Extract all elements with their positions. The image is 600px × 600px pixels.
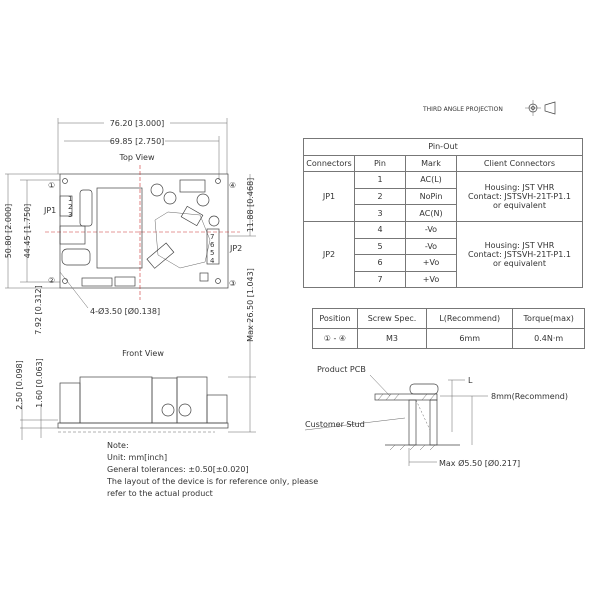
table-row: JP1 1 AC(L) Housing: JST VHR Contact: JS… — [303, 171, 583, 222]
header-mark: Mark — [405, 154, 457, 173]
torque-cell: 0.4N·m — [512, 328, 585, 349]
pin-cell: 7 — [354, 270, 406, 289]
pinout-title: Pin-Out — [303, 138, 583, 156]
header-l-recommend: L(Recommend) — [426, 308, 514, 329]
screw-spec-cell: M3 — [356, 328, 428, 349]
mark-cell: AC(L) — [405, 171, 457, 189]
connector-jp1: JP1 — [303, 171, 355, 222]
jp1-pin-2: 2 — [68, 203, 72, 211]
jp2-label: JP2 — [229, 244, 242, 253]
pin-cell: 3 — [354, 204, 406, 222]
client-line: Contact: JSTSVH-21T-P1.1 — [468, 192, 571, 202]
pin-cell: 5 — [354, 237, 406, 256]
mark-cell: NoPin — [405, 187, 457, 206]
pin-cell: 1 — [354, 171, 406, 189]
position-1: ① — [48, 181, 55, 190]
header-client-connectors: Client Connectors — [456, 154, 583, 173]
jp2-pin-4: 4 — [210, 257, 215, 265]
table-row: ① - ④ M3 6mm 0.4N·m — [312, 328, 585, 349]
hole-label: 4-Ø3.50 [Ø0.138] — [90, 306, 160, 316]
header-position: Position — [312, 308, 358, 329]
dim-front-b: 1.60 [0.063] — [35, 358, 44, 408]
mounting-diagram — [304, 374, 488, 466]
position-3: ③ — [229, 279, 236, 288]
top-view-title: Top View — [118, 153, 154, 162]
dim-max-height: Max 26.50 [1.043] — [246, 268, 255, 342]
header-screw-spec: Screw Spec. — [356, 308, 428, 329]
jp2-pin-5: 5 — [210, 249, 214, 257]
note-line: Unit: mm[inch] — [107, 453, 168, 462]
mark-cell: +Vo — [405, 270, 457, 289]
dim-jp2-offset: 11.88 [0.468] — [246, 178, 255, 233]
jp1-pin-3: 3 — [68, 211, 72, 219]
table-row: 6+Vo — [304, 254, 583, 272]
jp2-pin-6: 6 — [210, 241, 215, 249]
table-row: JP2 4 -Vo Housing: JST VHR Contact: JSTS… — [303, 220, 583, 289]
client-line: Contact: JSTSVH-21T-P1.1 — [468, 250, 571, 260]
note-block: Note: Unit: mm[inch] General tolerances:… — [107, 440, 318, 500]
header-pin: Pin — [354, 154, 406, 173]
l-label: L — [468, 376, 473, 385]
mark-cell: +Vo — [405, 254, 457, 272]
max-diameter-label: Max Ø5.50 [Ø0.217] — [439, 458, 520, 468]
jp1-label: JP1 — [43, 206, 56, 215]
client-line: or equivalent — [492, 259, 546, 269]
note-line: General tolerances: ±0.50[±0.020] — [107, 465, 249, 474]
l-recommend-cell: 6mm — [426, 328, 514, 349]
screw-table: Position Screw Spec. L(Recommend) Torque… — [312, 308, 585, 349]
client-line: Housing: JST VHR — [484, 183, 555, 193]
note-line: refer to the actual product — [107, 489, 213, 498]
product-pcb-label: Product PCB — [317, 365, 366, 374]
pcb-front-view — [20, 376, 256, 440]
projection-label: THIRD ANGLE PROJECTION — [422, 106, 503, 113]
dim-height-inner: 44.45 [1.750] — [23, 204, 32, 259]
dim-width-outer: 76.20 [3.000] — [110, 119, 165, 128]
pin-cell: 6 — [354, 254, 406, 272]
client-connector-jp2: Housing: JST VHR Contact: JSTSVH-21T-P1.… — [456, 220, 583, 289]
header-connectors: Connectors — [303, 154, 355, 173]
front-view-title: Front View — [122, 349, 164, 358]
dim-front-a: 2.50 [0.098] — [15, 360, 24, 410]
top-view-dimensions — [5, 118, 256, 432]
header-torque: Torque(max) — [512, 308, 585, 329]
position-2: ② — [48, 276, 55, 285]
third-angle-projection-icon — [525, 100, 556, 116]
client-line: Housing: JST VHR — [484, 241, 555, 251]
jp1-pin-1: 1 — [68, 195, 72, 203]
recommend-label: 8mm(Recommend) — [491, 392, 568, 401]
client-line: or equivalent — [492, 201, 546, 211]
position-4: ④ — [229, 181, 236, 190]
pinout-table: Pin-Out Connectors Pin Mark Client Conne… — [303, 138, 583, 289]
pin-cell: 4 — [354, 220, 406, 239]
dim-height-outer: 50.80 [2.000] — [4, 204, 13, 259]
note-title: Note: — [107, 441, 129, 450]
table-row: 7+Vo — [304, 270, 583, 289]
pin-cell: 2 — [354, 187, 406, 206]
mark-cell: AC(N) — [405, 204, 457, 222]
dim-width-inner: 69.85 [2.750] — [110, 137, 165, 146]
dim-offset-left: 7.92 [0.312] — [34, 285, 43, 335]
position-cell: ① - ④ — [312, 328, 358, 349]
mark-cell: -Vo — [405, 237, 457, 256]
customer-stud-label: Customer Stud — [305, 420, 365, 429]
note-line: The layout of the device is for referenc… — [107, 477, 319, 486]
jp2-pin-7: 7 — [210, 233, 214, 241]
pcb-top-view — [45, 165, 240, 300]
client-connector-jp1: Housing: JST VHR Contact: JSTSVH-21T-P1.… — [456, 171, 583, 222]
connector-jp2: JP2 — [303, 220, 355, 289]
mark-cell: -Vo — [405, 220, 457, 239]
